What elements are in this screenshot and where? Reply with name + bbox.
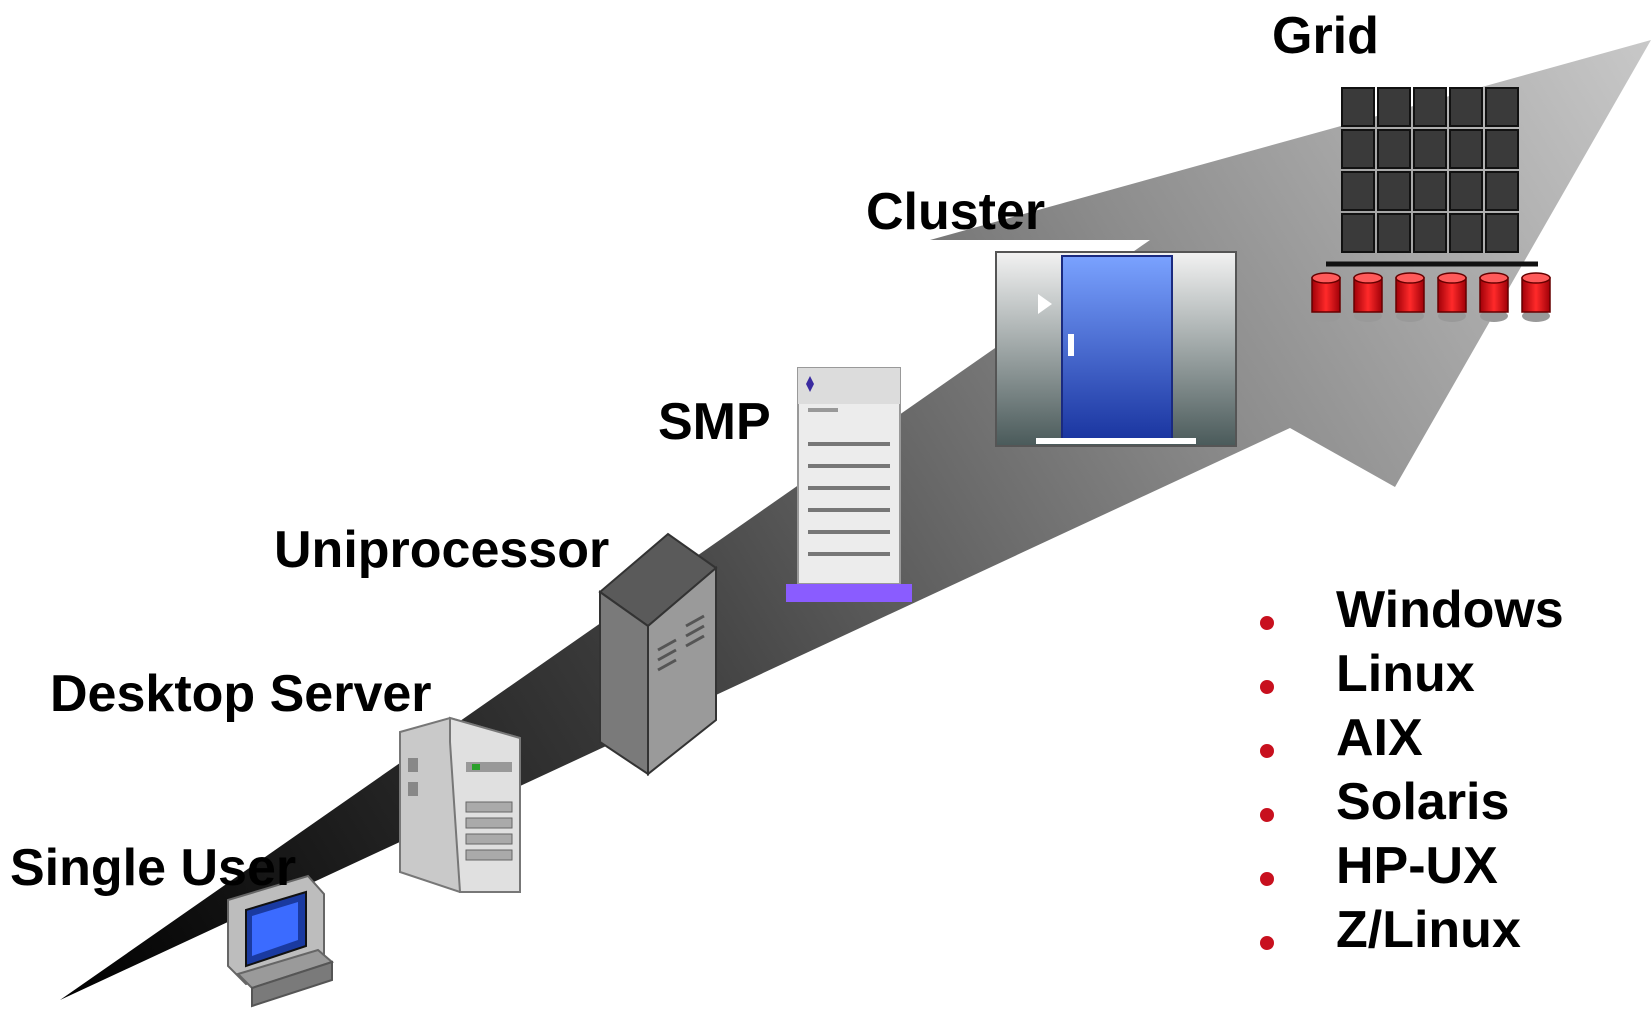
os-name: AIX	[1336, 709, 1423, 767]
os-name: HP-UX	[1336, 837, 1498, 895]
os-name: Linux	[1336, 645, 1475, 703]
label-single-user: Single User	[10, 839, 297, 897]
label-uniprocessor: Uniprocessor	[274, 521, 610, 579]
smp-server-icon	[786, 367, 912, 602]
label-grid: Grid	[1272, 7, 1379, 65]
rack-server-icon	[598, 532, 718, 777]
bullet-icon	[1260, 808, 1274, 822]
bullet-icon	[1260, 744, 1274, 758]
os-name: Solaris	[1336, 773, 1510, 831]
grid-disks	[1311, 272, 1551, 322]
bullet-icon	[1260, 616, 1274, 630]
os-name: Z/Linux	[1336, 901, 1521, 959]
label-smp: SMP	[658, 393, 771, 451]
bullet-icon	[1260, 680, 1274, 694]
grid-storage-icon	[1311, 87, 1551, 322]
os-name: Windows	[1336, 581, 1564, 639]
grid-nodes	[1341, 87, 1519, 253]
monitor-icon	[227, 874, 335, 1008]
bullet-icon	[1260, 936, 1274, 950]
bullet-icon	[1260, 872, 1274, 886]
label-desktop-server: Desktop Server	[50, 665, 432, 723]
label-cluster: Cluster	[866, 183, 1046, 241]
cluster-cabinet-icon	[995, 251, 1237, 447]
tower-server-icon	[399, 716, 521, 893]
